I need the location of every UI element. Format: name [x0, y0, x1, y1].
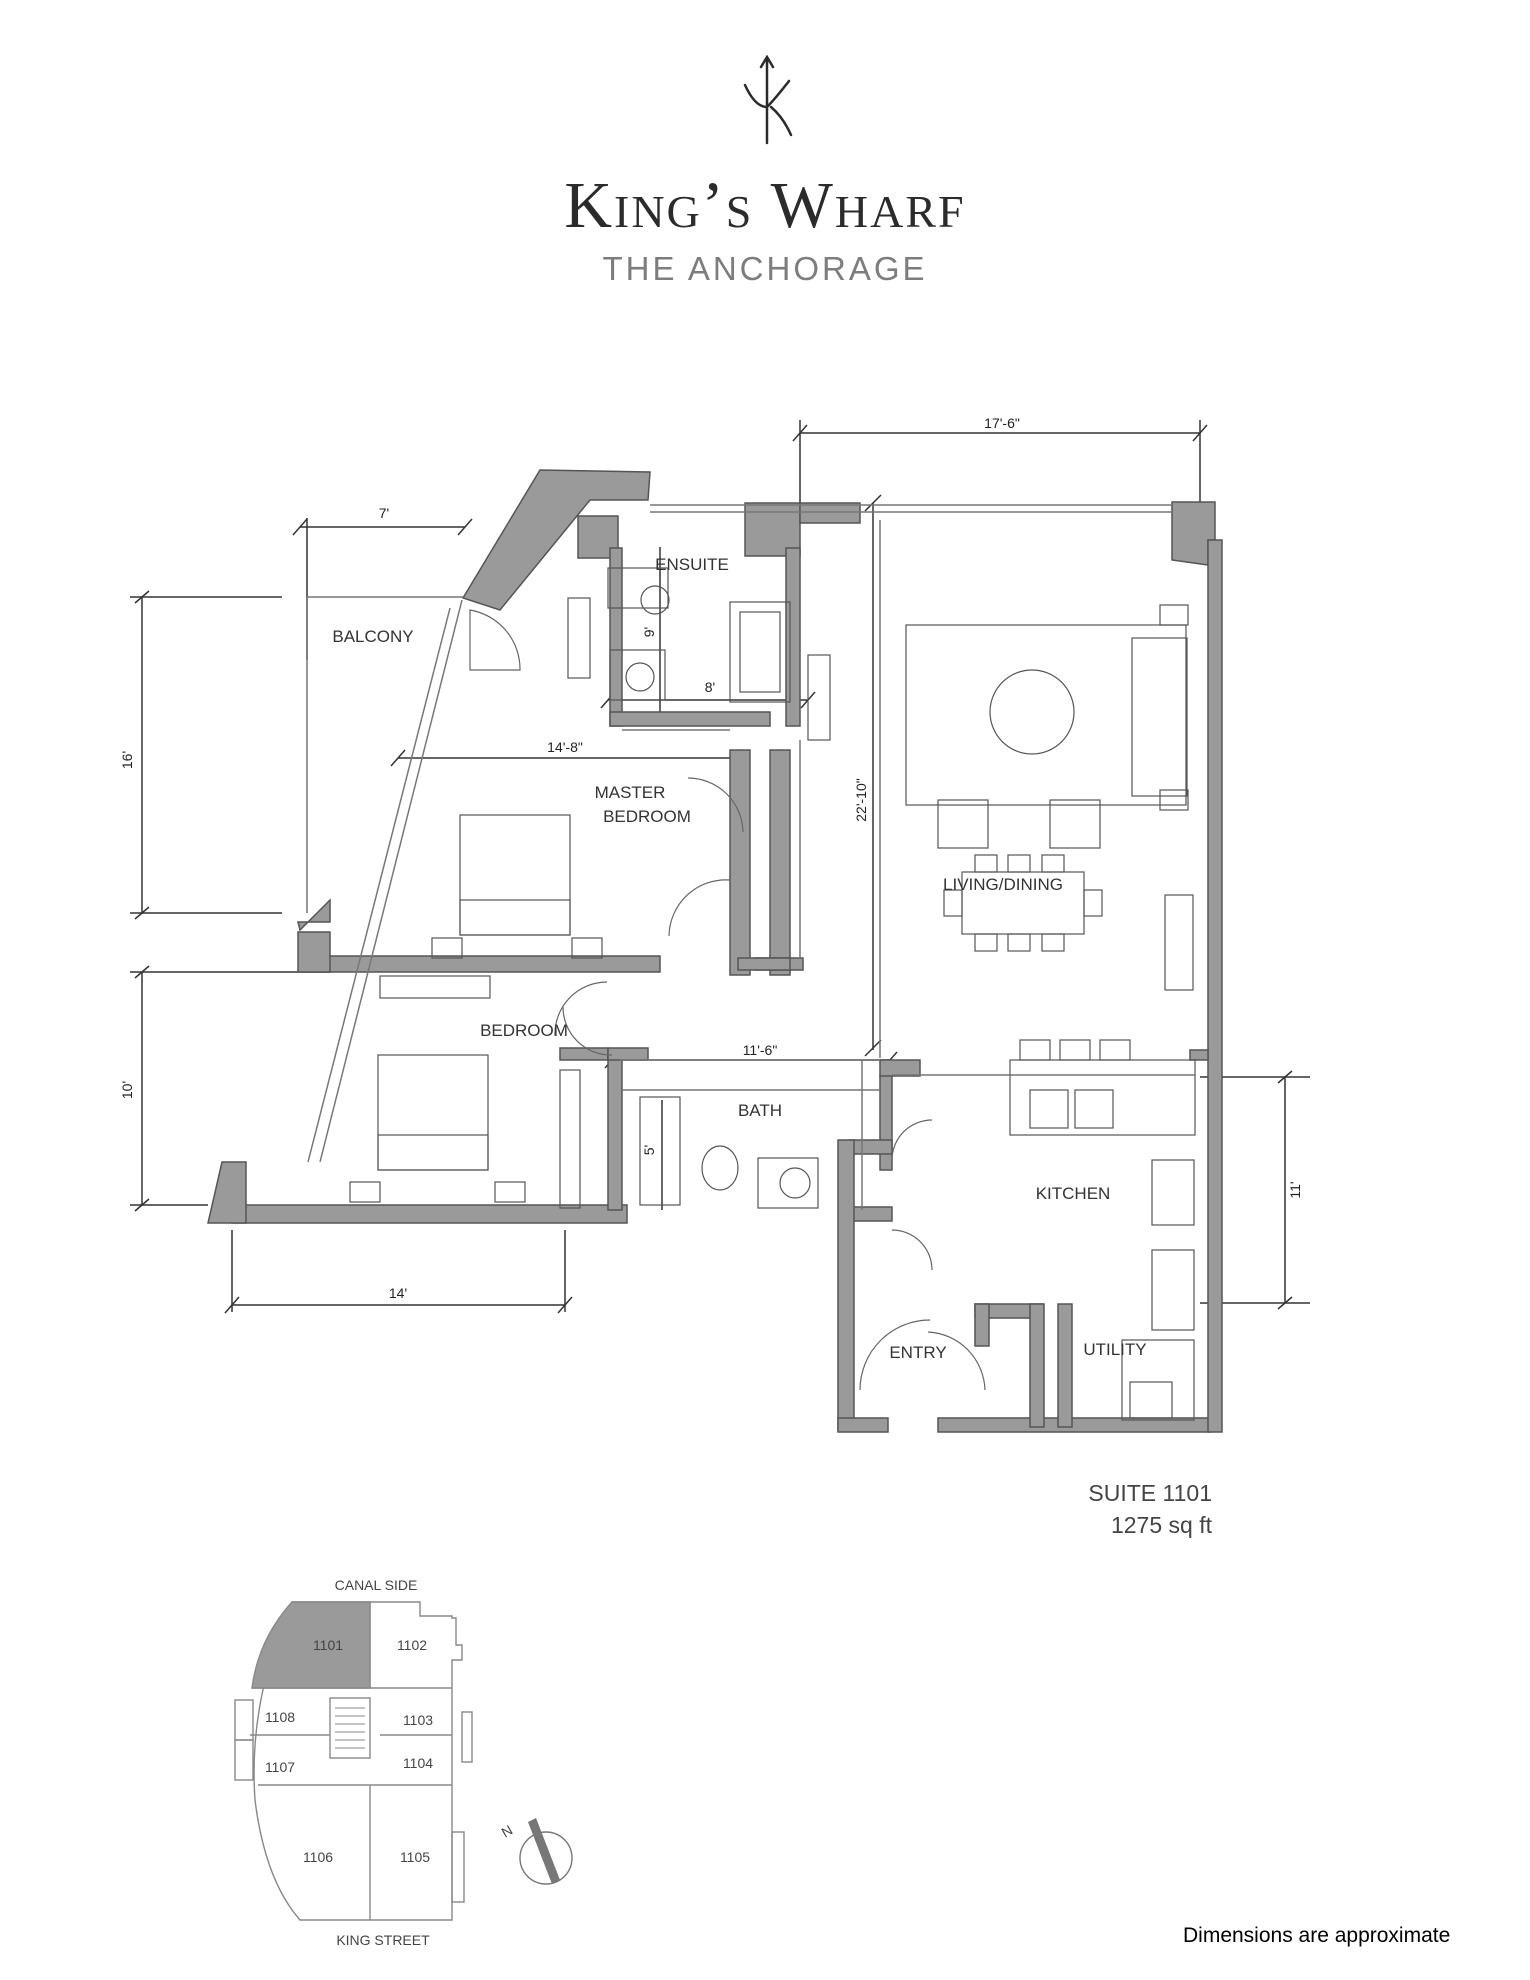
brand-title: King’s Wharf — [564, 169, 966, 242]
dimension-ensuite-depth: 9' — [641, 627, 657, 637]
room-label-living-dining: LIVING/DINING — [943, 875, 1063, 894]
keyplan-unit-1101: 1101 — [313, 1637, 343, 1653]
interior-lines — [306, 504, 1195, 1210]
dimension-ensuite-width: 8' — [705, 679, 715, 695]
room-label-bedroom: BEDROOM — [480, 1021, 568, 1040]
north-label: N — [499, 1822, 516, 1841]
trident-k-logo — [743, 55, 793, 145]
dimensions-disclaimer: Dimensions are approximate — [1183, 1924, 1451, 1947]
suite-number: SUITE 1101 — [1088, 1480, 1212, 1506]
dimension-bedroom-depth: 10' — [119, 1081, 135, 1099]
dimension-bedroom-width: 14' — [389, 1285, 407, 1301]
room-labels: ENSUITE BALCONY MASTER BEDROOM LIVING/DI… — [332, 555, 1146, 1362]
doors — [469, 609, 986, 1391]
dimension-living-depth: 22'-10" — [853, 778, 869, 821]
room-label-utility: UTILITY — [1083, 1340, 1146, 1359]
dimension-bath-depth: 5' — [641, 1145, 657, 1155]
keyplan-unit-1105: 1105 — [400, 1849, 430, 1865]
keyplan-unit-1102: 1102 — [397, 1637, 427, 1653]
dimension-balcony-width: 7' — [379, 505, 389, 521]
dimension-labels: 17'-6" 7' 16' 8' 9' 14'-8" 22'-10" 10' 1… — [119, 415, 1303, 1301]
dimension-bath-width: 11'-6" — [743, 1042, 778, 1058]
keyplan-unit-1106: 1106 — [303, 1849, 333, 1865]
dimension-kitchen-depth: 11' — [1287, 1181, 1303, 1198]
brand-subtitle: THE ANCHORAGE — [602, 250, 928, 287]
room-label-ensuite: ENSUITE — [655, 555, 729, 574]
keyplan-king-street-label: KING STREET — [336, 1932, 430, 1948]
keyplan-unit-1104: 1104 — [403, 1755, 433, 1771]
north-arrow-icon: N — [499, 1818, 573, 1885]
stair-icon — [335, 1707, 365, 1749]
room-label-kitchen: KITCHEN — [1036, 1184, 1111, 1203]
suite-area: 1275 sq ft — [1110, 1512, 1212, 1538]
keyplan-unit-1107: 1107 — [265, 1759, 295, 1775]
dimension-living-width: 17'-6" — [984, 415, 1020, 431]
dimension-balcony-depth: 16' — [119, 751, 135, 769]
keyplan-unit-1103: 1103 — [403, 1712, 433, 1728]
keyplan-canal-side-label: CANAL SIDE — [335, 1577, 418, 1593]
room-label-bath: BATH — [738, 1101, 782, 1120]
room-label-entry: ENTRY — [889, 1343, 946, 1362]
room-label-master-bedroom-line2: BEDROOM — [603, 807, 691, 826]
highlighted-unit-1101 — [251, 1601, 371, 1689]
room-label-balcony: BALCONY — [332, 627, 413, 646]
dimension-master-width: 14'-8" — [547, 739, 583, 755]
keyplan-unit-1108: 1108 — [265, 1709, 295, 1725]
room-label-master-bedroom-line1: MASTER — [595, 783, 666, 802]
walls — [207, 469, 1223, 1433]
key-plan: CANAL SIDE KING STREET 1101 1102 1108 11… — [234, 1577, 573, 1948]
furniture — [349, 567, 1196, 1421]
